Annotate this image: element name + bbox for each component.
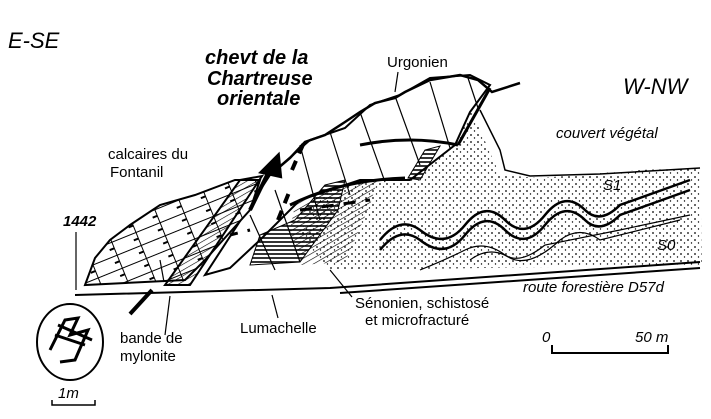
road-line-2 [339,267,701,294]
title-line-1: chevt de la [205,47,308,69]
label-route: route forestière D57d [523,279,665,296]
label-pointer-arrows [159,71,399,336]
label-couvert-vegetal: couvert végétal [556,125,658,142]
label-mylonite-1: bande de [120,330,183,347]
inset-scale-label: 1m [58,385,79,402]
thrust-fault-upper [359,138,459,147]
urgonien-outline-top [269,73,521,176]
lumachelle-band-upper [407,145,442,181]
urgonien-block [202,73,492,277]
label-urgonien: Urgonien [387,54,448,71]
title-line-3: orientale [217,88,300,110]
mylonite-inset-texture [48,316,93,364]
scale-start: 0 [542,329,551,346]
mylonite-band [163,174,265,286]
thrust-fault-main [456,87,492,146]
mylonite-inset-circle [36,303,104,381]
fault-dash-1 [229,228,251,237]
label-s1: S1 [603,177,621,194]
scale-bar [551,345,669,354]
label-lumachelle: Lumachelle [240,320,317,337]
lumachelle-band [249,179,346,266]
orientation-left: E-SE [8,28,60,53]
scale-end: 50 m [635,329,668,346]
label-altitude: 1442 [63,213,97,230]
label-senonien-2: et microfracturé [365,312,469,329]
road-line [74,261,701,296]
inset-scale-bar [51,400,96,406]
label-calcaires-1: calcaires du [108,146,188,163]
label-mylonite-2: mylonite [120,348,176,365]
thrust-direction-arrow [128,139,307,316]
senonien-stipple-area [300,105,702,270]
label-calcaires-2: Fontanil [110,164,163,181]
orientation-right: W-NW [623,74,690,99]
folded-layers [379,178,691,271]
fault-dash-2 [299,198,371,212]
vegetation-boundary [479,109,701,177]
label-senonien-1: Sénonien, schistosé [355,295,489,312]
title-line-2: Chartreuse [207,68,313,90]
label-s0: S0 [657,237,676,254]
